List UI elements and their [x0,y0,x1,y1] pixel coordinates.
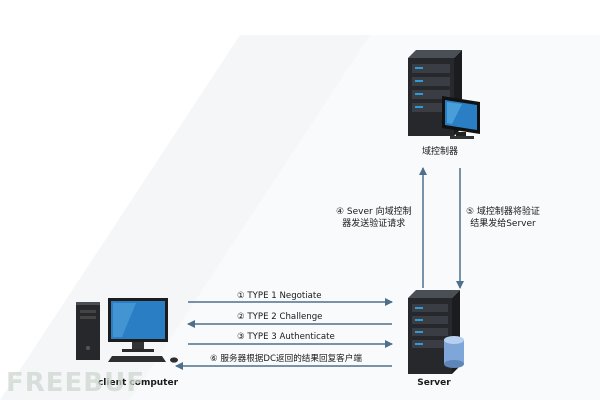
step1-label: ① TYPE 1 Negotiate [237,291,322,301]
step6-label: ⑥ 服务器根据DC返回的结果回复客户端 [210,354,362,364]
server-label: Server [417,378,451,388]
step5-label: ⑤ 域控制器将验证 结果发给Server [466,207,540,229]
server-icon [408,290,464,374]
client-computer-icon [76,298,178,363]
client-computer-label: client computer [97,378,179,388]
database-icon [444,336,464,368]
domain-controller-label: 域控制器 [421,147,459,157]
freebuf-watermark: FREEBUF [6,368,145,398]
domain-controller-icon [408,50,480,139]
step3-label: ③ TYPE 3 Authenticate [237,332,335,342]
background-band-light [130,35,600,400]
step4-label: ④ Sever 向域控制 器发送验证请求 [336,207,412,229]
step2-label: ② TYPE 2 Challenge [237,312,323,322]
